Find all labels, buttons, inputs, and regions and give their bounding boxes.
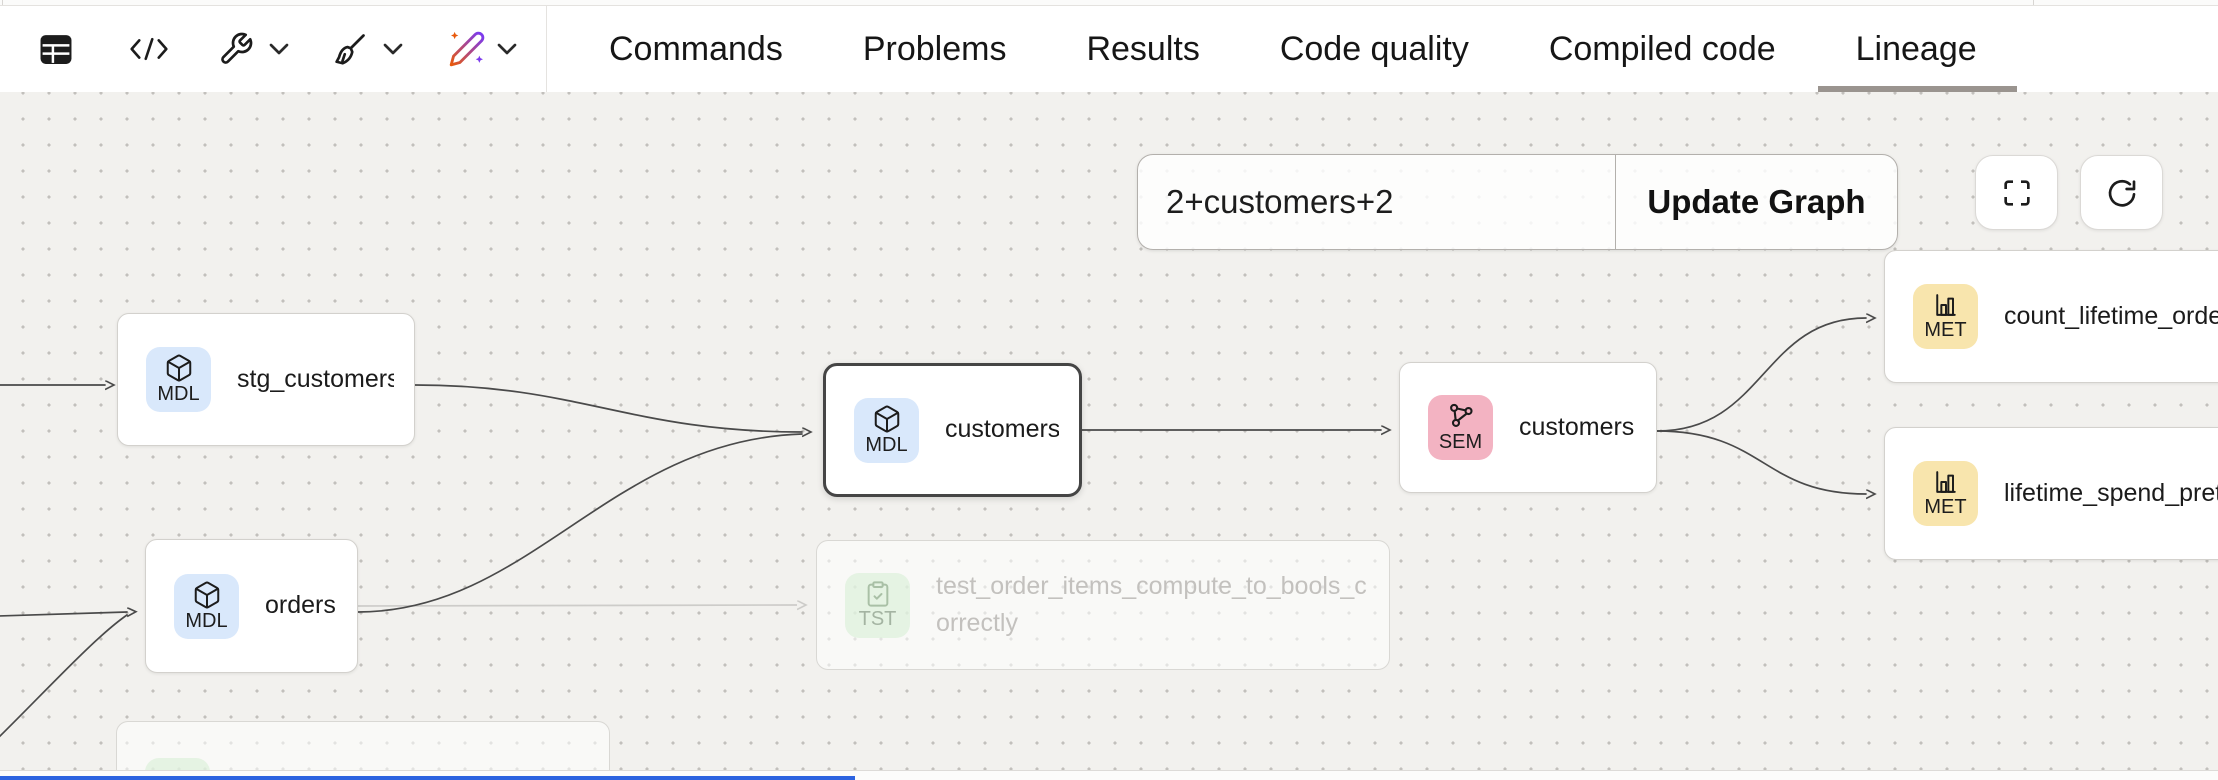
top-edge-strip [0,0,2218,6]
node-type-label: MDL [865,433,908,456]
toolbar-divider [546,6,547,92]
edge [357,433,803,613]
lineage-node-lifetime-spend-pretax[interactable]: MET lifetime_spend_pretax [1884,427,2218,560]
tab-code-quality[interactable]: Code quality [1279,29,1469,68]
node-title: test_order_items_compute_to_bools_correc… [936,571,1367,638]
node-title: orders [265,591,336,620]
lineage-node-customers-semantic[interactable]: SEM customers [1399,362,1657,493]
tst-badge: TST [845,572,910,638]
graph-selector-input[interactable] [1138,155,1615,249]
update-graph-button[interactable]: Update Graph [1616,155,1897,249]
tab-results[interactable]: Results [1086,29,1200,68]
wrench-icon[interactable] [218,31,254,67]
lineage-node-count-lifetime-orders[interactable]: MET count_lifetime_orders [1884,250,2218,383]
edge-faded [357,605,797,606]
lineage-canvas[interactable]: MDL stg_customers MDL orders MDL custome… [0,92,2218,770]
edge [414,384,802,432]
sem-badge: SEM [1428,395,1493,460]
mdl-badge: MDL [174,573,239,639]
cube-icon [874,405,899,432]
toolbar-tools [0,6,547,92]
lineage-node-customers-model[interactable]: MDL customers [823,363,1082,497]
node-type-label: MET [1924,496,1967,518]
ai-edit-icon[interactable] [448,30,486,68]
lineage-node-orders[interactable]: MDL orders [145,539,358,673]
node-title: count_lifetime_orders [2004,301,2218,330]
semantic-graph-icon [1449,403,1473,427]
tab-compiled-code[interactable]: Compiled code [1548,29,1776,68]
chevron-down-icon[interactable] [268,41,290,57]
node-title: customers [1519,412,1635,441]
node-type-label: TST [858,607,897,630]
node-title: customers [945,415,1059,444]
lineage-node-partial-test[interactable] [116,721,610,770]
chevron-down-icon[interactable] [382,41,404,57]
tab-lineage[interactable]: Lineage [1817,6,2017,92]
edge [1656,318,1866,432]
bottom-strip [0,770,2218,780]
refresh-button[interactable] [2080,155,2163,230]
fullscreen-button[interactable] [1975,155,2058,230]
tab-bar: Commands Problems Results Code quality C… [609,6,2017,92]
node-title: stg_customers [237,364,394,393]
chevron-down-icon[interactable] [496,41,518,57]
bottom-accent-bar [0,776,855,780]
tab-problems[interactable]: Problems [862,29,1007,68]
met-badge: MET [1913,284,1978,349]
broom-icon[interactable] [332,31,368,67]
top-strip-divider [2033,0,2034,5]
tab-commands[interactable]: Commands [609,29,783,68]
code-icon[interactable] [129,36,169,62]
selector-divider [1614,155,1616,249]
met-badge: MET [1913,461,1978,526]
top-strip-divider [2,0,3,5]
graph-selector: Update Graph [1137,154,1898,250]
bar-chart-icon [1935,294,1956,316]
edge [0,614,128,738]
node-title: lifetime_spend_pretax [2004,478,2218,507]
table-icon[interactable] [38,33,74,66]
toolbar: Commands Problems Results Code quality C… [0,6,2218,93]
lineage-node-test-order-items[interactable]: TST test_order_items_compute_to_bools_co… [816,540,1390,670]
node-type-label: MDL [157,383,200,405]
node-type-label: MDL [185,609,228,632]
node-type-label: SEM [1438,431,1483,453]
mdl-badge: MDL [146,347,211,412]
refresh-icon [2108,179,2135,207]
tst-badge [145,758,210,770]
cube-icon [166,354,191,382]
cube-icon [194,581,219,608]
mdl-badge: MDL [854,397,919,463]
bar-chart-icon [1935,471,1956,493]
clipboard-check-icon [867,580,888,607]
edge [0,612,127,616]
node-type-label: MET [1924,319,1967,341]
edge [1656,430,1866,494]
fullscreen-icon [2003,179,2030,206]
lineage-node-stg-customers[interactable]: MDL stg_customers [117,313,415,446]
